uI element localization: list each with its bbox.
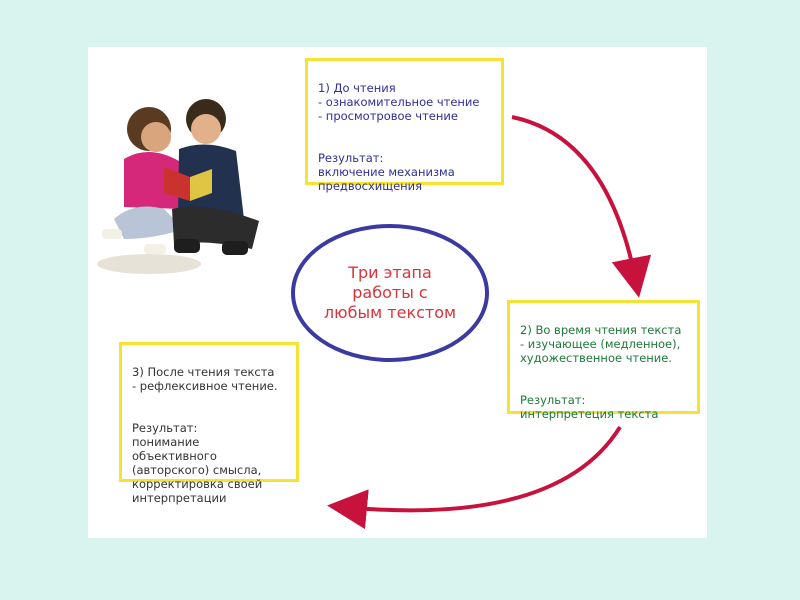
girl-legs <box>114 206 184 239</box>
stage-2-heading: 2) Во время чтения текста - изучающее (м… <box>520 323 682 365</box>
boy-pants <box>172 206 259 249</box>
stage-3-box: 3) После чтения текста - рефлексивное чт… <box>119 342 299 505</box>
center-title: Три этапа работы с любым текстом <box>323 263 457 322</box>
book-pages <box>190 169 212 201</box>
floor-shadow <box>97 254 201 274</box>
center-ellipse: Три этапа работы с любым текстом <box>291 224 489 362</box>
slide: 1) До чтения - ознакомительное чтение - … <box>88 47 707 538</box>
girl-shoe-2 <box>144 244 166 254</box>
boy-shoe <box>174 239 200 253</box>
children-reading-illustration <box>97 99 259 274</box>
arrow-stage2-to-stage3 <box>327 425 622 530</box>
stage-3-heading: 3) После чтения текста - рефлексивное чт… <box>132 365 278 393</box>
stage-2-box: 2) Во время чтения текста - изучающее (м… <box>507 300 700 421</box>
boy-shoe-2 <box>222 241 248 255</box>
girl-shirt <box>124 151 182 209</box>
stage-1-heading: 1) До чтения - ознакомительное чтение - … <box>318 81 480 123</box>
stage-1-box: 1) До чтения - ознакомительное чтение - … <box>305 58 504 193</box>
stage-2-result: Результат: интерпретеция текста <box>520 393 659 421</box>
stage-3-result: Результат: понимание объективного (автор… <box>132 421 263 505</box>
cycle-arrows <box>327 115 652 530</box>
boy-face <box>191 114 221 144</box>
stage-1-result: Результат: включение механизма предвосхи… <box>318 151 455 193</box>
book-cover <box>164 167 190 201</box>
girl-shoe <box>102 229 122 239</box>
girl-face <box>141 122 171 152</box>
arrow-stage1-to-stage2 <box>511 115 652 298</box>
